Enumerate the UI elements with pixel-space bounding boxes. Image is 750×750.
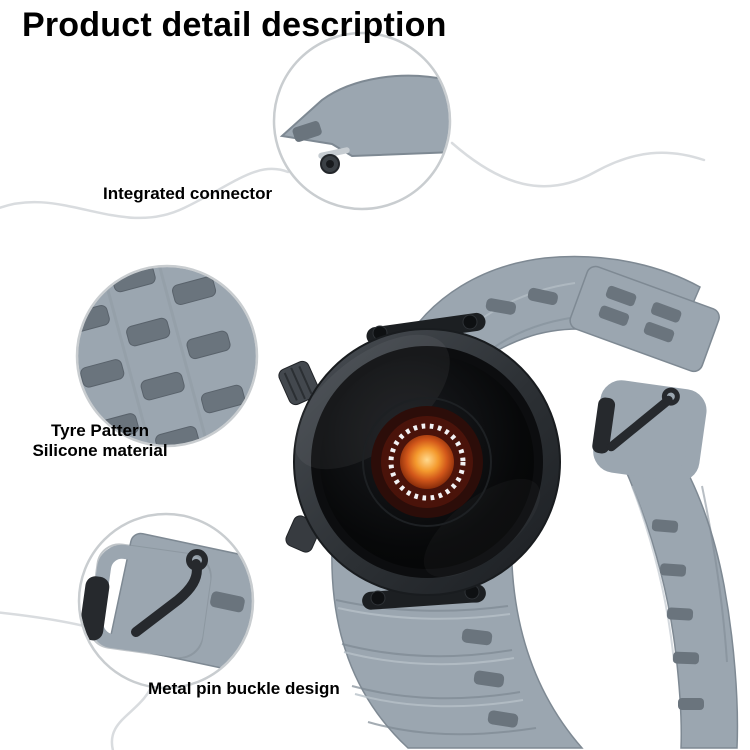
label-tyre-pattern-line2: Silicone material	[32, 441, 168, 461]
decorative-curve-right	[450, 141, 706, 188]
label-tyre-pattern-line1: Tyre Pattern	[51, 421, 149, 440]
lug-screw-top-right	[462, 314, 478, 330]
glass-reflection	[294, 334, 450, 470]
watch-crown-button	[278, 360, 320, 406]
decorative-curve-left	[0, 167, 290, 220]
strap-end-connector	[569, 265, 720, 373]
lug-screw-bottom-left	[370, 590, 386, 606]
label-metal-pin-buckle: Metal pin buckle design	[148, 679, 340, 698]
label-integrated-connector: Integrated connector	[103, 184, 273, 203]
dial-outer-ring	[362, 397, 492, 527]
dial-dotted-ring	[388, 423, 466, 501]
watch-buckle	[592, 380, 707, 482]
dial-core	[400, 435, 454, 489]
page-title: Product detail description	[22, 6, 447, 44]
connector-zoom-art	[279, 74, 449, 174]
callout-circle-tyre	[75, 264, 259, 448]
tyre-zoom-art	[78, 267, 256, 445]
callout-circle-buckle	[77, 512, 255, 690]
watch-strap-tail	[620, 451, 739, 749]
callout-circle-connector	[272, 31, 452, 211]
watch-product	[278, 255, 739, 749]
watch-case	[293, 328, 561, 596]
label-tyre-pattern: Tyre Pattern Silicone material	[20, 421, 180, 461]
